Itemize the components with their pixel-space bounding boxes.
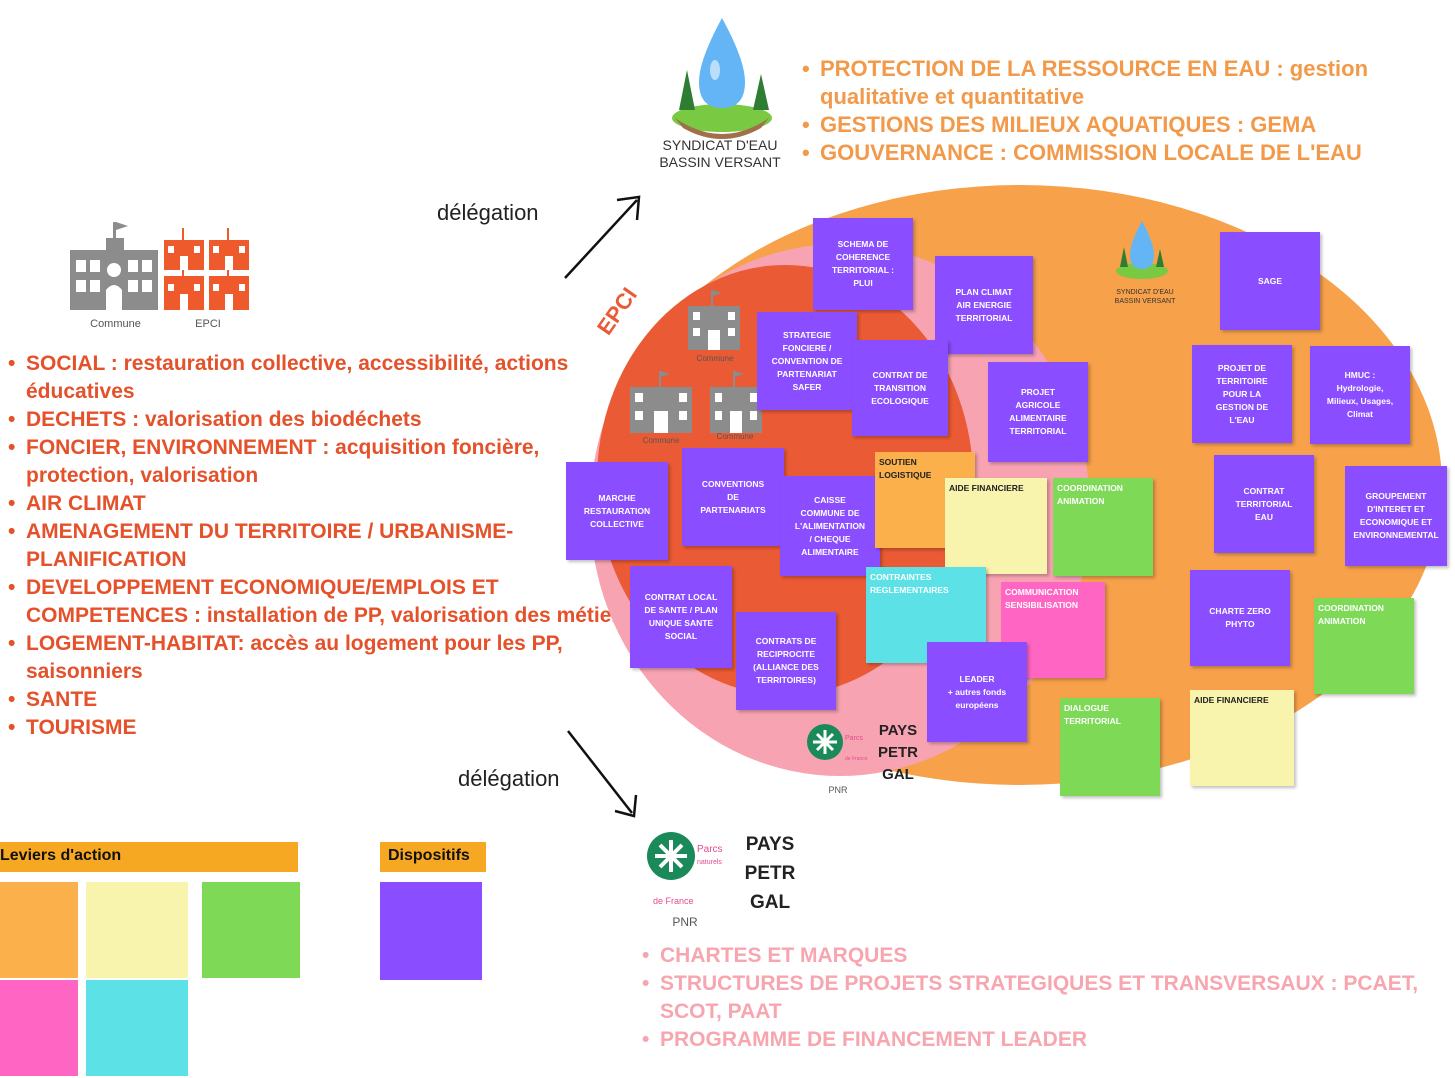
commune-building-icon <box>630 371 692 433</box>
commune-epci-competences: SOCIAL : restauration collective, access… <box>6 350 636 742</box>
list-item: GOUVERNANCE : COMMISSION LOCALE DE L'EAU <box>802 139 1430 167</box>
note-contrat-territorial-eau: CONTRAT TERRITORIAL EAU <box>1214 455 1314 553</box>
arrow-down-right-icon <box>567 730 638 818</box>
commune-label: Commune <box>90 318 141 330</box>
legend-swatch-cyan <box>86 980 188 1076</box>
list-item: SANTE <box>8 686 636 714</box>
note-marche-restauration: MARCHE RESTAURATION COLLECTIVE <box>566 462 668 560</box>
pnr-logo-icon: Parcs de France <box>807 724 868 762</box>
syndicat-competences: PROTECTION DE LA RESSOURCE EN EAU : gest… <box>800 55 1430 167</box>
epci-label: EPCI <box>195 318 221 330</box>
legend-swatch-pink <box>0 980 78 1076</box>
legend-swatch-green <box>202 882 300 978</box>
list-item: CHARTES ET MARQUES <box>642 942 1420 970</box>
note-contrat-local-sante: CONTRAT LOCAL DE SANTE / PLAN UNIQUE SAN… <box>630 566 732 668</box>
pnr-logo-icon: Parcs naturels de France <box>647 832 723 906</box>
legend-dispositifs-header: Dispositifs <box>380 842 486 872</box>
note-strategie-fonciere: STRATEGIE FONCIERE / CONVENTION DE PARTE… <box>757 312 857 410</box>
pays-petr-gal-small: PAYS PETR GAL <box>868 720 928 786</box>
note-coordination-animation-eau: COORDINATION ANIMATION <box>1314 598 1414 694</box>
note-leader: LEADER + autres fonds européens <box>927 642 1027 742</box>
gal-label: GAL <box>882 766 914 783</box>
gal-label: GAL <box>749 892 791 913</box>
list-item: FONCIER, ENVIRONNEMENT : acquisition fon… <box>8 434 636 490</box>
list-item: DECHETS : valorisation des biodéchets <box>8 406 636 434</box>
note-caisse-commune: CAISSE COMMUNE DE L'ALIMENTATION / CHEQU… <box>780 476 880 576</box>
list-item: LOGEMENT-HABITAT: accès au logement pour… <box>8 630 636 686</box>
note-contrat-transition: CONTRAT DE TRANSITION ECOLOGIQUE <box>852 340 948 436</box>
syndicat-caption: SYNDICAT D'EAU BASSIN VERSANT <box>640 137 800 171</box>
svg-text:Parcs: Parcs <box>697 844 723 855</box>
commune-label: Commune <box>696 354 734 363</box>
delegation-label-top: délégation <box>437 200 539 225</box>
list-item: PROTECTION DE LA RESSOURCE EN EAU : gest… <box>802 55 1430 111</box>
commune-building-icon <box>688 290 740 350</box>
arrow-up-right-icon <box>564 195 641 279</box>
list-item: SOCIAL : restauration collective, access… <box>8 350 636 406</box>
list-item: TOURISME <box>8 714 636 742</box>
list-item: DEVELOPPEMENT ECONOMIQUE/EMPLOIS ET COMP… <box>8 574 636 630</box>
legend-swatch-purple <box>380 882 482 980</box>
note-coordination-animation: COORDINATION ANIMATION <box>1053 478 1153 576</box>
legend-swatch-yellow <box>86 882 188 978</box>
note-hmuc: HMUC : Hydrologie, Milieux, Usages, Clim… <box>1310 346 1410 444</box>
note-charte-zero-phyto: CHARTE ZERO PHYTO <box>1190 570 1290 666</box>
note-sage: SAGE <box>1220 232 1320 330</box>
note-groupement-interet: GROUPEMENT D'INTERET ET ECONOMIQUE ET EN… <box>1345 466 1447 566</box>
pnr-label: PNR <box>828 785 848 795</box>
syndicat-small-caption-line1: SYNDICAT D'EAU <box>1116 289 1174 296</box>
syndicat-caption-line1: SYNDICAT D'EAU <box>662 137 778 153</box>
svg-text:de France: de France <box>845 756 868 762</box>
note-contrats-reciprocite: CONTRATS DE RECIPROCITE (ALLIANCE DES TE… <box>736 612 836 710</box>
svg-text:de France: de France <box>653 896 694 906</box>
note-projet-agricole: PROJET AGRICOLE ALIMENTAIRE TERRITORIAL <box>988 362 1088 462</box>
delegation-label-bottom: délégation <box>458 766 560 791</box>
note-aide-financiere-eau: AIDE FINANCIERE <box>1190 690 1294 786</box>
pays-label: PAYS <box>878 722 918 739</box>
note-dialogue-territorial: DIALOGUE TERRITORIAL <box>1060 698 1160 796</box>
legend-swatch-orange <box>0 882 78 978</box>
list-item: AIR CLIMAT <box>8 490 636 518</box>
note-conventions-partenariats: CONVENTIONS DE PARTENARIATS <box>682 448 784 546</box>
commune-label: Commune <box>716 432 754 441</box>
note-aide-financiere: AIDE FINANCIERE <box>945 478 1047 574</box>
legend-leviers-header: Leviers d'action <box>0 842 298 872</box>
water-drop-island-icon <box>1116 221 1168 279</box>
commune-label: Commune <box>642 436 680 445</box>
commune-epci-icons: Commune EPCI <box>68 218 258 333</box>
pays-label: PAYS <box>745 834 795 855</box>
syndicat-small-caption-line2: BASSIN VERSANT <box>1114 298 1176 305</box>
list-item: GESTIONS DES MILIEUX AQUATIQUES : GEMA <box>802 111 1430 139</box>
syndicat-small-caption: SYNDICAT D'EAU BASSIN VERSANT <box>1100 288 1190 306</box>
pays-petr-gal: PAYS PETR GAL <box>735 830 805 917</box>
pnr-label: PNR <box>672 915 698 929</box>
note-projet-territoire-eau: PROJET DE TERRITOIRE POUR LA GESTION DE … <box>1192 345 1292 443</box>
svg-text:naturels: naturels <box>697 859 722 866</box>
pays-competences: CHARTES ET MARQUES STRUCTURES DE PROJETS… <box>640 942 1420 1054</box>
building-icon <box>70 222 249 310</box>
petr-label: PETR <box>877 744 918 761</box>
pnr-logo-small: Parcs de France PNR <box>805 712 871 796</box>
note-plan-climat: PLAN CLIMAT AIR ENERGIE TERRITORIAL <box>935 256 1033 354</box>
list-item: PROGRAMME DE FINANCEMENT LEADER <box>642 1026 1420 1054</box>
syndicat-icon <box>665 10 780 140</box>
syndicat-caption-line2: BASSIN VERSANT <box>659 154 781 170</box>
water-drop-island-icon <box>672 18 772 139</box>
list-item: STRUCTURES DE PROJETS STRATEGIQUES ET TR… <box>642 970 1420 1026</box>
pnr-logo: Parcs naturels de France PNR <box>645 818 735 930</box>
petr-label: PETR <box>744 863 796 884</box>
svg-text:Parcs: Parcs <box>845 735 863 742</box>
note-schema-coherence: SCHEMA DE COHERENCE TERRITORIAL : PLUI <box>813 218 913 310</box>
commune-building-icon <box>710 371 762 433</box>
list-item: AMENAGEMENT DU TERRITOIRE / URBANISME-PL… <box>8 518 636 574</box>
